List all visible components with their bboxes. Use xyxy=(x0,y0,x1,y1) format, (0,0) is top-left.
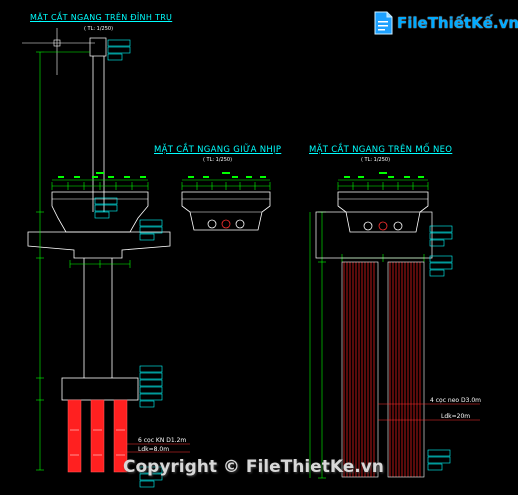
pier-vertical-dimensions xyxy=(36,51,90,471)
pier-cap xyxy=(27,231,171,259)
section-scale-anchor: ( TL: 1/250) xyxy=(361,157,391,163)
pier-elevation xyxy=(22,28,190,488)
anchor-piles xyxy=(343,262,421,477)
document-icon xyxy=(374,11,393,35)
crosshair-cursor xyxy=(22,28,95,75)
anchor-section xyxy=(309,179,480,479)
tower-top-block xyxy=(89,37,107,57)
section-scale-pier-top: ( TL: 1/250) xyxy=(84,26,114,32)
anchor-deck-box xyxy=(337,191,429,233)
pier-horizontal-dimensions xyxy=(51,179,149,268)
pier-pile-note: 6 cọc KN D1.2m xyxy=(138,437,187,444)
anchor-elevation-tags xyxy=(427,225,453,471)
pier-piles xyxy=(67,399,128,473)
anchor-pile-length-note: Ldk=20m xyxy=(441,413,471,420)
pier-elevation-tags xyxy=(94,39,163,488)
logo-text: FileThiếtKế.vn xyxy=(397,14,518,32)
section-title-pier-top: MẶT CẮT NGANG TRÊN ĐỈNH TRỤ xyxy=(30,13,173,22)
copyright-watermark: Copyright © FileThietKe.vn xyxy=(123,457,384,477)
filethietke-logo: FileThiếtKế.vn xyxy=(372,10,518,36)
section-title-anchor: MẶT CẮT NGANG TRÊN MỐ NEO xyxy=(309,145,453,155)
midspan-deck-box xyxy=(181,191,271,231)
section-scale-midspan: ( TL: 1/250) xyxy=(203,157,233,163)
anchor-cables xyxy=(363,221,403,231)
anchor-pile-note: 4 cọc neo D3.0m xyxy=(430,397,481,404)
section-title-midspan: MẶT CẮT NGANG GIỮA NHỊP xyxy=(154,145,282,155)
pile-cap xyxy=(61,377,139,401)
pier-pile-length-note: Ldk=8.0m xyxy=(138,446,170,453)
midspan-cables xyxy=(207,219,245,229)
midspan-section xyxy=(181,179,271,231)
anchor-block xyxy=(315,211,433,259)
dimension-text-marks xyxy=(58,172,424,178)
